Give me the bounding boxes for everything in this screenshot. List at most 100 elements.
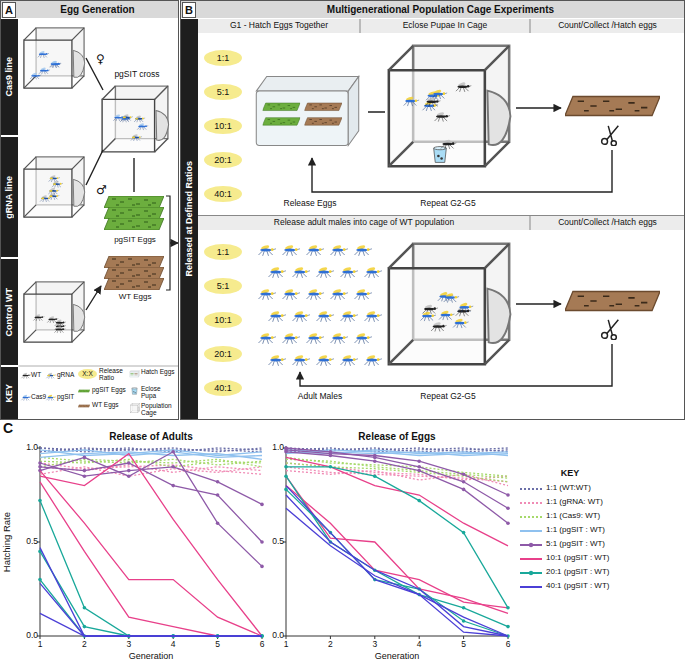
legend-sample [520, 516, 542, 518]
mosquito [458, 302, 474, 312]
mosquito [122, 114, 133, 121]
band-label: Released at Defined Ratios [185, 161, 194, 277]
mosquito [355, 244, 373, 255]
step-heading: Eclose Pupae In Cage [360, 21, 530, 31]
tick-mark [330, 636, 331, 639]
data-marker [127, 469, 131, 473]
mosquito-sprites [30, 51, 473, 366]
legend-marker [529, 543, 533, 547]
data-marker [417, 459, 421, 463]
legend-label: 1:1 (pgSIT : WT) [546, 526, 605, 535]
step-heading: Release adult males into cage of WT popu… [198, 218, 530, 228]
key-label: Population Cage [141, 402, 177, 417]
mosquito [54, 326, 65, 333]
ratio-label: 40:1 [214, 384, 232, 393]
cross-label: pgSIT cross [100, 70, 174, 80]
axis-title: Generation [40, 651, 262, 661]
side-band: gRNA line [1, 137, 18, 257]
mosquito [307, 288, 325, 299]
data-line [40, 454, 262, 636]
subheader-bar [198, 216, 684, 230]
data-marker [506, 606, 510, 610]
tick-label: 0.0 [18, 631, 38, 641]
chart-title: Release of Adults [40, 431, 262, 442]
ratio-label: 10:1 [214, 122, 232, 131]
mosquito [331, 288, 349, 299]
header-bar [181, 1, 684, 18]
mosquito [283, 244, 301, 255]
data-marker [83, 469, 87, 473]
legend-label: 10:1 (pgSIT : WT) [546, 554, 609, 563]
mosquito [317, 266, 335, 277]
mosquito [293, 310, 311, 321]
data-line [286, 486, 508, 636]
data-marker [462, 619, 466, 623]
tick-mark [419, 636, 420, 639]
mosquito [293, 354, 311, 365]
step-label: Release Eggs [260, 199, 360, 209]
data-line [286, 448, 508, 508]
legend-label: 1:1 (gRNA: WT) [546, 498, 603, 507]
axis-title: Hatching Rate [2, 512, 13, 572]
legend-label: 40:1 (pgSIT : WT) [546, 582, 609, 591]
egg-label: pgSIT Eggs [100, 236, 170, 245]
data-line [286, 508, 508, 636]
mosquito [355, 332, 373, 343]
panel-heading: Multigenerational Population Cage Experi… [198, 1, 683, 18]
legend-sample [520, 530, 542, 532]
mosquito [269, 266, 287, 277]
legend-label: 1:1 (Cas9: WT) [546, 512, 600, 521]
egg-label: WT Eggs [100, 293, 170, 302]
ratio-label: 20:1 [214, 350, 232, 359]
data-marker [216, 493, 220, 497]
ratio-label: X:X [82, 371, 92, 378]
panel-b-art [256, 46, 660, 386]
mosquito [421, 311, 437, 321]
data-marker [506, 493, 510, 497]
data-marker [462, 488, 466, 492]
step-heading: Count/Collect /Hatch eggs [530, 21, 685, 31]
mosquito [293, 266, 311, 277]
ratio-label: 5:1 [217, 282, 230, 291]
data-marker [284, 488, 288, 492]
data-marker [260, 565, 264, 569]
mosquito [48, 193, 59, 200]
header-bar [1, 1, 178, 18]
step-label: Repeat G2-G5 [398, 199, 498, 209]
mosquito [307, 244, 325, 255]
mosquito [439, 310, 455, 320]
mosquito [38, 51, 49, 58]
data-marker [462, 531, 466, 535]
data-marker [171, 465, 175, 469]
ratio-label: 1:1 [217, 54, 230, 63]
mosquito [456, 82, 472, 92]
data-marker [417, 469, 421, 473]
data-line [40, 548, 262, 636]
legend-marker [529, 571, 533, 575]
step-label: Repeat G2-G5 [398, 392, 498, 402]
ratio-oval: 5:1 [204, 84, 242, 100]
ratio-oval: 5:1 [204, 278, 242, 294]
step-heading: G1 - Hatch Eggs Together [198, 21, 360, 31]
data-line [40, 501, 262, 636]
axis-line [40, 446, 262, 636]
mosquito [283, 288, 301, 299]
tick-label: 0.5 [18, 537, 38, 547]
mosquito [341, 266, 359, 277]
data-line [286, 495, 508, 636]
data-line [286, 452, 508, 523]
mosquito [341, 354, 359, 365]
key-label: Eclose Pupa [141, 385, 177, 400]
ratio-label: 5:1 [217, 88, 230, 97]
side-band: KEY [1, 367, 18, 419]
data-marker [127, 474, 131, 478]
data-line [286, 489, 508, 636]
axis-line [286, 446, 508, 636]
mosquito [50, 61, 61, 68]
subheader-bar [198, 19, 684, 33]
data-marker [83, 456, 87, 460]
tick-label: 4 [165, 640, 181, 650]
tick-label: 5 [456, 640, 472, 650]
data-marker [38, 465, 42, 469]
